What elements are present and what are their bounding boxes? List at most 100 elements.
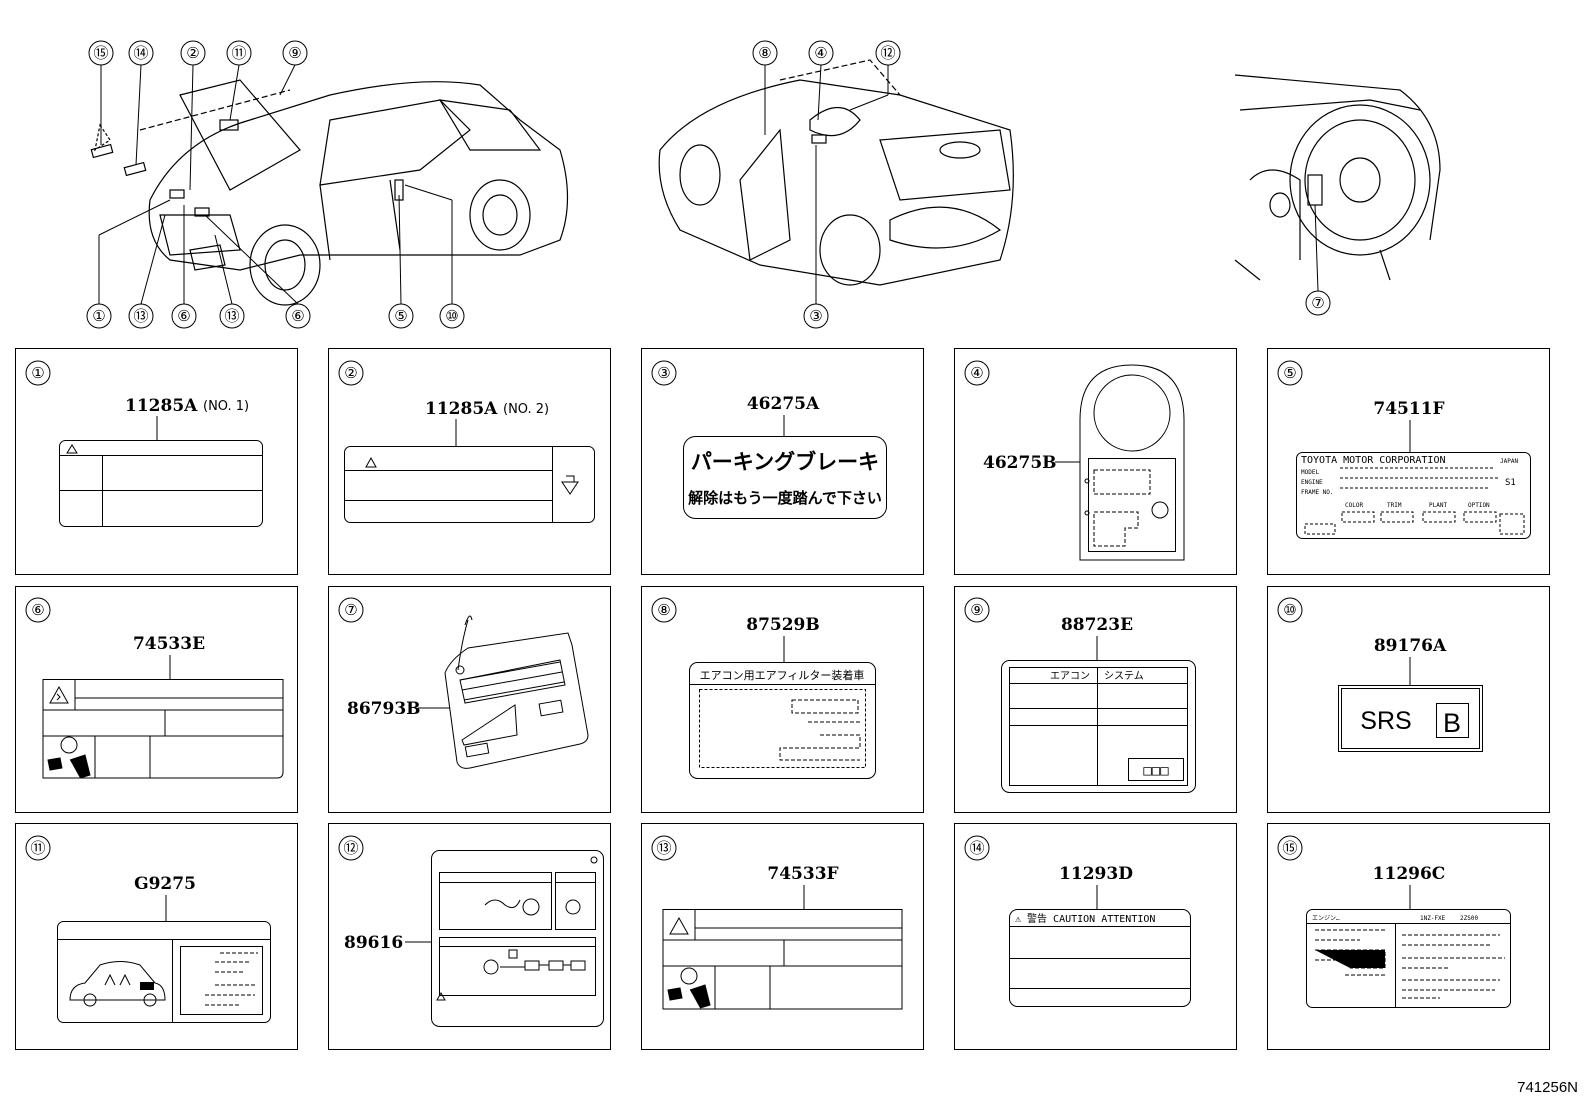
svg-text:⑧: ⑧ bbox=[657, 601, 670, 619]
svg-text:(NO. 2): (NO. 2) bbox=[503, 402, 549, 417]
panel-5: ⑤ 74511F TOYOTA MOTOR CORPORATION JAPAN … bbox=[1267, 348, 1550, 575]
svg-text:⑫: ⑫ bbox=[343, 839, 358, 857]
svg-text:⑪: ⑪ bbox=[231, 44, 246, 62]
panel-4: ④ 46275B bbox=[954, 348, 1237, 575]
callout-1: ① bbox=[86, 303, 112, 329]
svg-text:システム: システム bbox=[1104, 670, 1144, 682]
svg-text:88723E: 88723E bbox=[1061, 615, 1133, 635]
panel-3: ③ 46275A パーキングブレーキ 解除はもう一度踏んで下さい bbox=[641, 348, 924, 575]
panel-9: ⑨ 88723E エアコン システム □□□ bbox=[954, 586, 1237, 813]
svg-text:⑬: ⑬ bbox=[133, 307, 148, 325]
svg-text:②: ② bbox=[344, 364, 357, 382]
svg-text:86793B: 86793B bbox=[347, 699, 421, 719]
svg-text:⑥: ⑥ bbox=[291, 307, 304, 325]
svg-text:2ZS00: 2ZS00 bbox=[1460, 915, 1478, 922]
svg-text:③: ③ bbox=[809, 307, 822, 325]
panel-12: ⑫ 89616 bbox=[328, 823, 611, 1050]
svg-text:⑨: ⑨ bbox=[970, 601, 983, 619]
panel-1: ① 11285A (NO. 1) bbox=[15, 348, 298, 575]
svg-text:TOYOTA MOTOR CORPORATION: TOYOTA MOTOR CORPORATION bbox=[1301, 455, 1446, 466]
panel-14: ⑭ 11293D ⚠ 警告 CAUTION ATTENTION bbox=[954, 823, 1237, 1050]
svg-text:④: ④ bbox=[970, 364, 983, 382]
panel-8: ⑧ 87529B エアコン用エアフィルター装着車 bbox=[641, 586, 924, 813]
svg-text:11293D: 11293D bbox=[1059, 864, 1133, 884]
car-front-view bbox=[90, 79, 569, 306]
callout-9: ⑨ bbox=[282, 40, 308, 66]
callout-13b: ⑬ bbox=[219, 303, 245, 329]
svg-text:パーキングブレーキ: パーキングブレーキ bbox=[691, 450, 879, 474]
svg-text:11285A: 11285A bbox=[125, 396, 198, 416]
svg-text:⑪: ⑪ bbox=[30, 839, 45, 857]
svg-text:PLANT: PLANT bbox=[1429, 502, 1447, 509]
svg-text:46275B: 46275B bbox=[983, 453, 1057, 473]
callout-4: ④ bbox=[808, 40, 834, 66]
svg-text:46275A: 46275A bbox=[747, 394, 820, 414]
svg-text:⑬: ⑬ bbox=[656, 839, 671, 857]
callout-11: ⑪ bbox=[226, 40, 252, 66]
svg-text:⑩: ⑩ bbox=[1283, 601, 1296, 619]
svg-text:FRAME NO.: FRAME NO. bbox=[1301, 489, 1334, 496]
svg-text:SRS: SRS bbox=[1360, 707, 1411, 735]
reference-code: 741256N bbox=[1517, 1079, 1578, 1096]
svg-text:エアコン用エアフィルター装着車: エアコン用エアフィルター装着車 bbox=[700, 668, 865, 682]
callout-3: ③ bbox=[803, 303, 829, 329]
svg-text:⑧: ⑧ bbox=[758, 44, 771, 62]
svg-text:87529B: 87529B bbox=[746, 615, 820, 635]
svg-text:⑥: ⑥ bbox=[177, 307, 190, 325]
svg-text:JAPAN: JAPAN bbox=[1500, 458, 1518, 465]
svg-text:□□□: □□□ bbox=[1143, 763, 1169, 779]
svg-text:MODEL: MODEL bbox=[1301, 469, 1319, 476]
panel-2: ② 11285A (NO. 2) bbox=[328, 348, 611, 575]
svg-text:11296C: 11296C bbox=[1373, 864, 1446, 884]
panel-11: ⑪ G9275 bbox=[15, 823, 298, 1050]
callout-15: ⑮ bbox=[88, 40, 114, 66]
svg-text:⑭: ⑭ bbox=[133, 44, 148, 62]
svg-text:⑨: ⑨ bbox=[288, 44, 301, 62]
svg-text:⑫: ⑫ bbox=[880, 44, 895, 62]
svg-text:⚠ 警告 CAUTION ATTENTION: ⚠ 警告 CAUTION ATTENTION bbox=[1015, 912, 1155, 925]
svg-text:74533F: 74533F bbox=[767, 864, 838, 884]
callout-5: ⑤ bbox=[388, 303, 414, 329]
panel-6: ⑥ 74533E bbox=[15, 586, 298, 813]
svg-text:⑬: ⑬ bbox=[224, 307, 239, 325]
svg-text:OPTION: OPTION bbox=[1468, 502, 1490, 509]
callout-12: ⑫ bbox=[875, 40, 901, 66]
callout-13a: ⑬ bbox=[128, 303, 154, 329]
svg-text:B: B bbox=[1443, 708, 1461, 738]
panel-10: ⑩ 89176A SRS B bbox=[1267, 586, 1550, 813]
svg-text:ENGINE: ENGINE bbox=[1301, 479, 1323, 486]
panel-15: ⑮ 11296C エンジン… 1NZ-FXE 2ZS00 bbox=[1267, 823, 1550, 1050]
dashboard-view bbox=[1234, 74, 1441, 281]
svg-text:89176A: 89176A bbox=[1374, 636, 1447, 656]
svg-text:74511F: 74511F bbox=[1373, 399, 1444, 419]
svg-text:解除はもう一度踏んで下さい: 解除はもう一度踏んで下さい bbox=[688, 489, 882, 507]
svg-text:⑤: ⑤ bbox=[1283, 364, 1296, 382]
callout-leaders bbox=[98, 64, 1319, 305]
svg-text:①: ① bbox=[92, 307, 105, 325]
svg-text:(NO. 1): (NO. 1) bbox=[203, 399, 249, 414]
callout-6a: ⑥ bbox=[171, 303, 197, 329]
svg-text:S1: S1 bbox=[1505, 478, 1516, 488]
svg-text:エアコン: エアコン bbox=[1050, 671, 1090, 682]
panel-7: ⑦ 86793B bbox=[328, 586, 611, 813]
callout-6b: ⑥ bbox=[285, 303, 311, 329]
car-rear-view bbox=[658, 59, 1014, 286]
svg-text:COLOR: COLOR bbox=[1345, 502, 1363, 509]
svg-text:74533E: 74533E bbox=[133, 634, 205, 654]
svg-text:⑮: ⑮ bbox=[93, 44, 108, 62]
svg-text:⑭: ⑭ bbox=[969, 839, 984, 857]
svg-text:エンジン…: エンジン… bbox=[1312, 915, 1340, 922]
callout-2: ② bbox=[180, 40, 206, 66]
svg-text:11285A: 11285A bbox=[425, 399, 498, 419]
svg-text:89616: 89616 bbox=[344, 933, 403, 953]
svg-text:⑮: ⑮ bbox=[1282, 839, 1297, 857]
svg-text:⑥: ⑥ bbox=[31, 601, 44, 619]
svg-text:①: ① bbox=[31, 364, 44, 382]
svg-text:⑦: ⑦ bbox=[344, 601, 357, 619]
svg-text:③: ③ bbox=[657, 364, 670, 382]
svg-text:④: ④ bbox=[814, 44, 827, 62]
svg-text:TRIM: TRIM bbox=[1387, 502, 1402, 509]
callout-7: ⑦ bbox=[1305, 290, 1331, 316]
callout-8: ⑧ bbox=[752, 40, 778, 66]
